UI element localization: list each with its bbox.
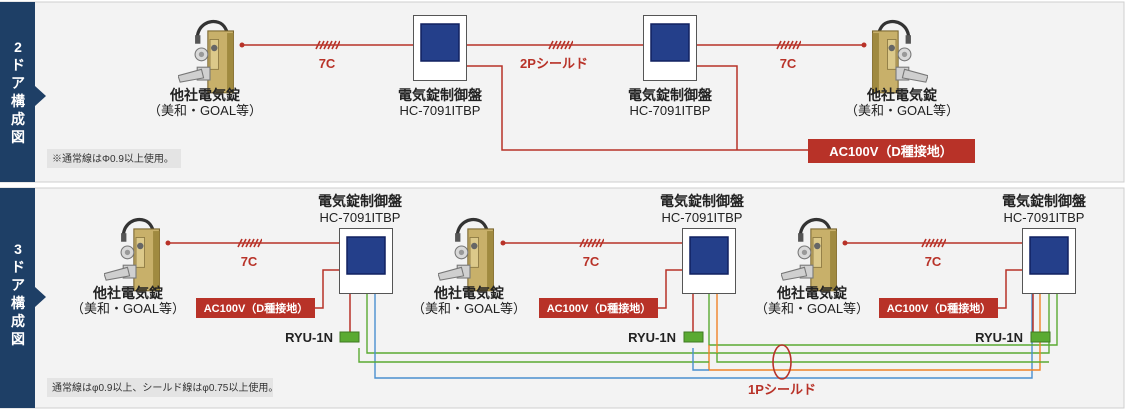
lock-name: 他社電気錠 [169,87,241,103]
section2-tab [0,188,46,408]
ryu-label: RYU-1N [975,330,1023,345]
cable-label-7c: 7C [780,56,797,71]
cable-label-7c: 7C [241,254,258,269]
lock-sub: （美和・GOAL等） [148,103,262,118]
lock-sub: （美和・GOAL等） [845,103,959,118]
ryu-label: RYU-1N [628,330,676,345]
controller-name: 電気錠制御盤 [318,193,403,209]
lock-sub: （美和・GOAL等） [412,301,526,316]
section1-wires [242,44,864,151]
tab-char: 2 [14,39,22,55]
ac-power-label: AC100V（D種接地） [887,301,992,315]
ac-power-label: AC100V（D種接地） [547,301,652,315]
ac-power-box [879,298,998,318]
controller-panel-icon [643,15,697,81]
unit-3: 7C 電気錠制御盤 HC-7091ITBP 他社電気錠 （美和・GOAL等） A… [755,193,1087,345]
controller-name: 電気錠制御盤 [660,193,745,209]
section2-tab-label: 3 ド ア 構 成 図 [11,241,25,347]
section2-note: 通常線はφ0.9以上、シールド線はφ0.75以上使用。 [52,381,278,394]
lock-name: 他社電気錠 [776,285,848,301]
section1-tab [0,2,46,182]
controller-model: HC-7091ITBP [630,103,711,118]
lock-sub: （美和・GOAL等） [71,301,185,316]
lock-name: 他社電気錠 [92,285,164,301]
controller-model: HC-7091ITBP [662,210,743,225]
ryu-module [1030,331,1051,343]
controller-panel-icon [682,228,736,294]
tab-char: 成 [11,111,25,127]
cable-label-7c: 7C [319,56,336,71]
tab-char: 構 [11,93,25,109]
controller-panel-icon [413,15,467,81]
ryu-module [339,331,360,343]
tab-char: 3 [14,241,22,257]
ac-power-label: AC100V（D種接地） [829,144,953,159]
controller-name: 電気錠制御盤 [628,87,713,103]
section1-note-box [47,149,181,168]
controller-name: 電気錠制御盤 [398,87,483,103]
controller-model: HC-7091ITBP [320,210,401,225]
unit-2: 7C 電気錠制御盤 HC-7091ITBP 他社電気錠 （美和・GOAL等） A… [412,193,745,345]
controller-model: HC-7091ITBP [400,103,481,118]
ac-power-box [539,298,658,318]
controller-name: 電気錠制御盤 [1002,193,1087,209]
lock-sub: （美和・GOAL等） [755,301,869,316]
controller-panel-icon [339,228,393,294]
section1-tab-label: 2 ド ア 構 成 図 [11,39,25,145]
cable-label-1p: 1Pシールド [748,382,816,397]
tab-char: ア [11,75,25,91]
tab-char: ド [11,57,25,73]
lock-name: 他社電気錠 [866,87,938,103]
unit-1: 7C 電気錠制御盤 HC-7091ITBP 他社電気錠 （美和・GOAL等） A… [71,193,403,345]
controller-model: HC-7091ITBP [1004,210,1085,225]
cable-label-2p: 2Pシールド [520,56,588,71]
tab-char: 図 [11,331,25,347]
shield-marker [772,344,792,380]
section1-note: ※通常線はΦ0.9以上使用。 [52,152,174,165]
controller-panel-icon [1022,228,1076,294]
section2-note-box [47,378,273,397]
ac-power-box [196,298,315,318]
tab-char: ド [11,259,25,275]
ryu-label: RYU-1N [285,330,333,345]
cable-label-7c: 7C [925,254,942,269]
tab-char: 図 [11,129,25,145]
ryu-module [683,331,704,343]
tab-char: ア [11,277,25,293]
ac-power-box [808,139,975,163]
wire-ac [462,65,808,151]
wire-ac [692,65,738,150]
tab-char: 成 [11,313,25,329]
ac-power-label: AC100V（D種接地） [204,301,309,315]
lock-name: 他社電気錠 [433,285,505,301]
tab-char: 構 [11,295,25,311]
cable-label-7c: 7C [583,254,600,269]
